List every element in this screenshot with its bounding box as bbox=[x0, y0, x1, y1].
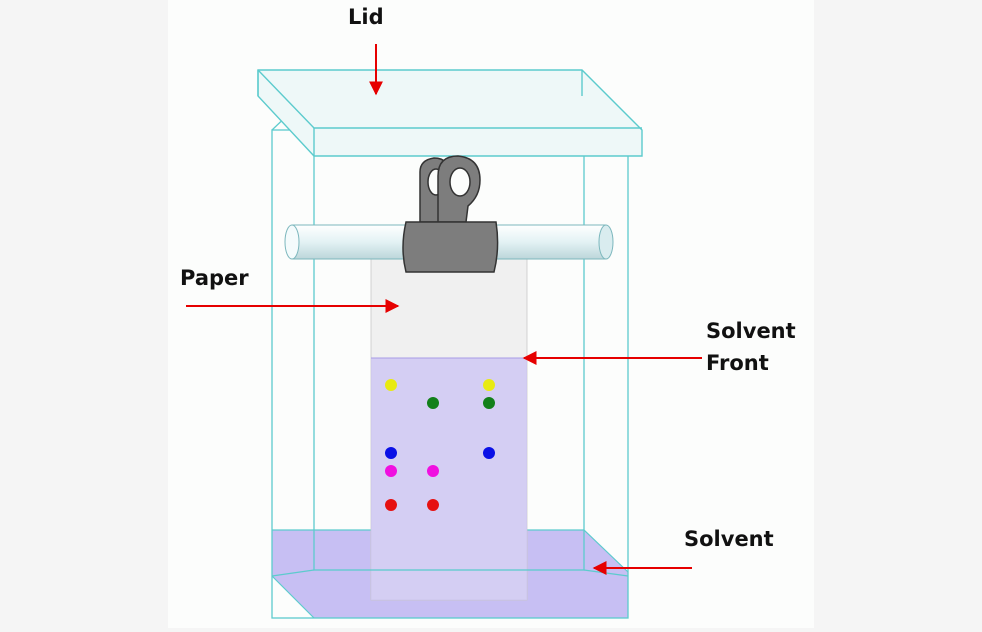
spot-red bbox=[385, 499, 397, 511]
spots bbox=[385, 379, 495, 511]
spot-blue bbox=[483, 447, 495, 459]
paper-strip bbox=[370, 249, 528, 601]
wet-paper-region bbox=[371, 358, 527, 600]
solvent-label: Solvent bbox=[684, 527, 774, 551]
lid bbox=[257, 69, 643, 157]
arrows bbox=[186, 44, 702, 575]
spot-magenta bbox=[427, 465, 439, 477]
solvent-front-label-line2: Front bbox=[706, 351, 769, 375]
paper-label: Paper bbox=[180, 266, 249, 290]
spot-red bbox=[427, 499, 439, 511]
spot-magenta bbox=[385, 465, 397, 477]
binder-clip bbox=[402, 155, 499, 273]
spot-green bbox=[427, 397, 439, 409]
spot-yellow bbox=[483, 379, 495, 391]
solvent-front-label-line1: Solvent bbox=[706, 319, 796, 343]
lid-label: Lid bbox=[348, 5, 384, 29]
spot-blue bbox=[385, 447, 397, 459]
spot-yellow bbox=[385, 379, 397, 391]
spot-green bbox=[483, 397, 495, 409]
